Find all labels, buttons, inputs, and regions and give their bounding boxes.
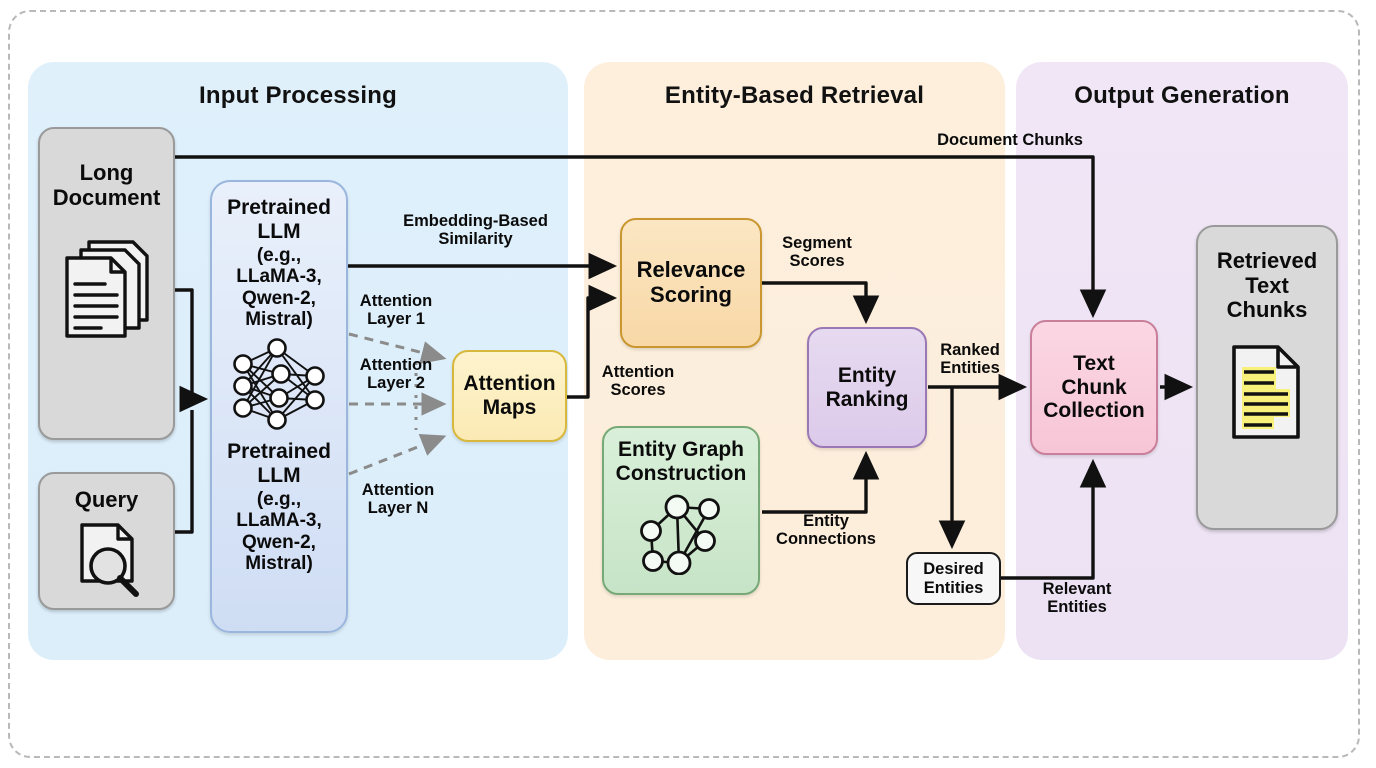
- node-entity-graph-construction-title: Entity Graph Construction: [615, 438, 747, 485]
- edge-label-attention-layer-1: Attention Layer 1: [359, 292, 433, 329]
- node-text-chunk-collection[interactable]: Text Chunk Collection: [1030, 320, 1158, 455]
- edge-label-entity-connections: Entity Connections: [776, 512, 876, 549]
- edge-label-document-chunks: Document Chunks: [937, 131, 1083, 149]
- documents-stack-icon: [59, 236, 155, 340]
- edge-label-embedding-based-similarity: Embedding-Based Similarity: [403, 212, 548, 249]
- document-search-icon: [68, 519, 146, 597]
- edge-label-relevant-entities: Relevant Entities: [1042, 580, 1112, 617]
- node-pretrained-llm[interactable]: Pretrained LLM (e.g., LLaMA-3, Qwen-2, M…: [210, 180, 348, 633]
- node-desired-entities[interactable]: Desired Entities: [906, 552, 1001, 605]
- edge-label-attention-layer-n: Attention Layer N: [361, 481, 435, 518]
- panel-title-input-processing: Input Processing: [199, 82, 397, 109]
- edge-label-ranked-entities: Ranked Entities: [940, 341, 1000, 378]
- node-retrieved-text-chunks[interactable]: Retrieved Text Chunks: [1196, 225, 1338, 530]
- node-pretrained-llm-bottom-title: Pretrained LLM: [227, 440, 331, 487]
- highlighted-document-icon: [1224, 341, 1310, 443]
- figure-border: [8, 10, 1360, 758]
- node-query-title: Query: [74, 487, 139, 512]
- node-pretrained-llm-top-title: Pretrained LLM: [227, 196, 331, 243]
- node-entity-graph-construction[interactable]: Entity Graph Construction: [602, 426, 760, 595]
- panel-title-output-generation: Output Generation: [1074, 82, 1290, 109]
- edge-label-attention-layer-2: Attention Layer 2: [359, 356, 433, 393]
- node-query[interactable]: Query: [38, 472, 175, 610]
- neural-network-icon: [223, 338, 335, 430]
- node-attention-maps-title: Attention Maps: [463, 372, 556, 419]
- node-pretrained-llm-bottom-subtitle: (e.g., LLaMA-3, Qwen-2, Mistral): [236, 489, 322, 574]
- node-entity-ranking-title: Entity Ranking: [825, 363, 909, 411]
- node-pretrained-llm-top-subtitle: (e.g., LLaMA-3, Qwen-2, Mistral): [236, 245, 322, 330]
- node-entity-ranking[interactable]: Entity Ranking: [807, 327, 927, 448]
- edge-label-attention-scores: Attention Scores: [601, 363, 675, 400]
- node-relevance-scoring-title: Relevance Scoring: [636, 257, 746, 307]
- edge-label-segment-scores: Segment Scores: [782, 234, 852, 271]
- panel-title-entity-based-retrieval: Entity-Based Retrieval: [664, 82, 925, 109]
- node-desired-entities-title: Desired Entities: [923, 560, 984, 597]
- node-attention-maps[interactable]: Attention Maps: [452, 350, 567, 442]
- graph-nodes-icon: [633, 489, 729, 576]
- node-long-document-title: Long Document: [52, 160, 161, 210]
- node-text-chunk-collection-title: Text Chunk Collection: [1043, 352, 1145, 423]
- node-long-document[interactable]: Long Document: [38, 127, 175, 440]
- node-retrieved-text-chunks-title: Retrieved Text Chunks: [1216, 248, 1318, 323]
- node-relevance-scoring[interactable]: Relevance Scoring: [620, 218, 762, 348]
